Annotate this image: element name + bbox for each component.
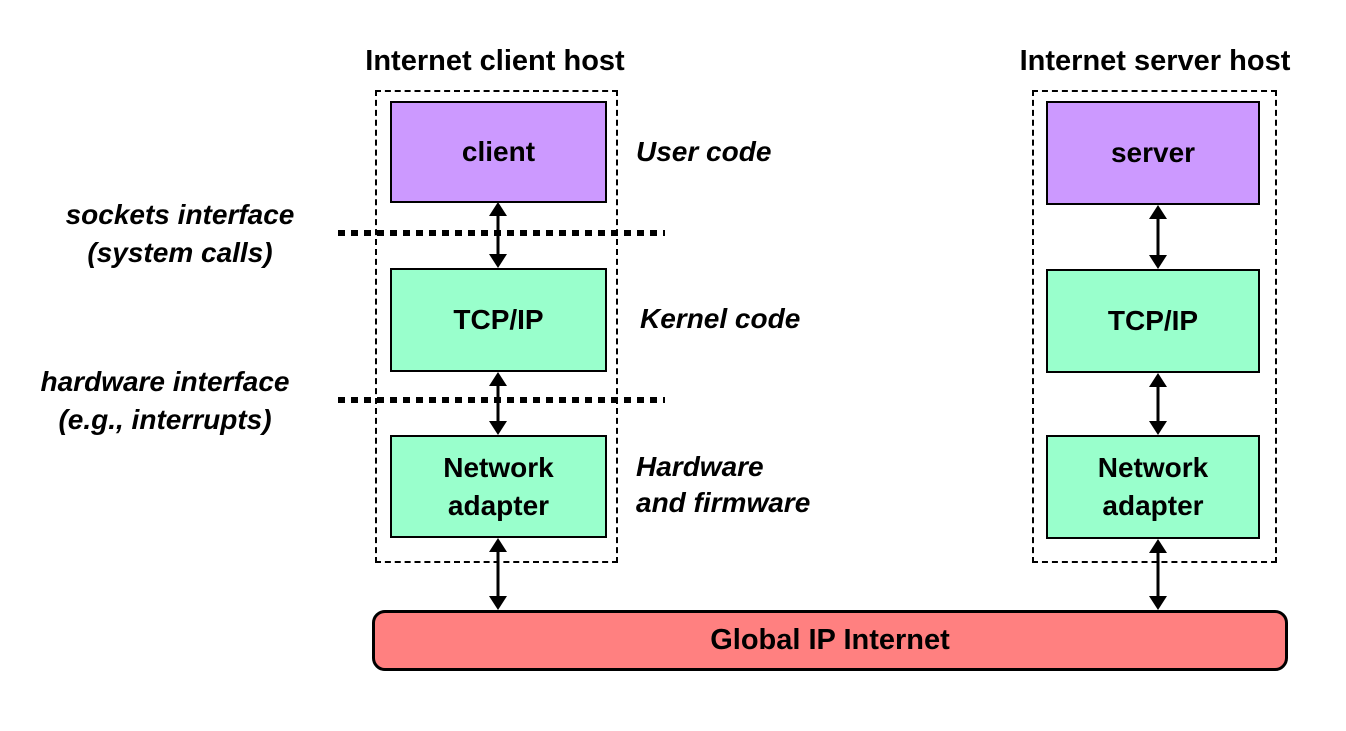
arrow-tcpip-adapter-server [1149, 373, 1167, 435]
server-tcpip-box: TCP/IP [1046, 269, 1260, 373]
arrow-shaft [496, 382, 500, 425]
kernel-code-label: Kernel code [640, 303, 801, 334]
global-ip-internet-bar: Global IP Internet [372, 610, 1288, 671]
hardware-firmware-label: Hardware and firmware [636, 451, 811, 518]
user-code-label: User code [636, 136, 772, 167]
sockets-interface-label: sockets interface (system calls) [65, 199, 295, 268]
arrow-shaft [496, 548, 500, 600]
arrow-shaft [1156, 215, 1160, 259]
arrow-shaft [1156, 549, 1160, 600]
server-box: server [1046, 101, 1260, 205]
client-network-adapter-box: Network adapter [390, 435, 607, 538]
arrow-adapter-internet-server [1149, 539, 1167, 610]
arrow-adapter-internet-client [489, 538, 507, 610]
server-host-title: Internet server host [1019, 45, 1291, 77]
arrow-server-tcpip [1149, 205, 1167, 269]
client-host-title: Internet client host [365, 45, 625, 77]
arrow-tcpip-adapter-client [489, 372, 507, 435]
arrow-shaft [496, 212, 500, 258]
arrow-shaft [1156, 383, 1160, 425]
hardware-interface-label: hardware interface (e.g., interrupts) [40, 366, 290, 435]
client-box: client [390, 101, 607, 203]
client-tcpip-box: TCP/IP [390, 268, 607, 372]
arrow-client-tcpip [489, 202, 507, 268]
server-network-adapter-box: Network adapter [1046, 435, 1260, 539]
